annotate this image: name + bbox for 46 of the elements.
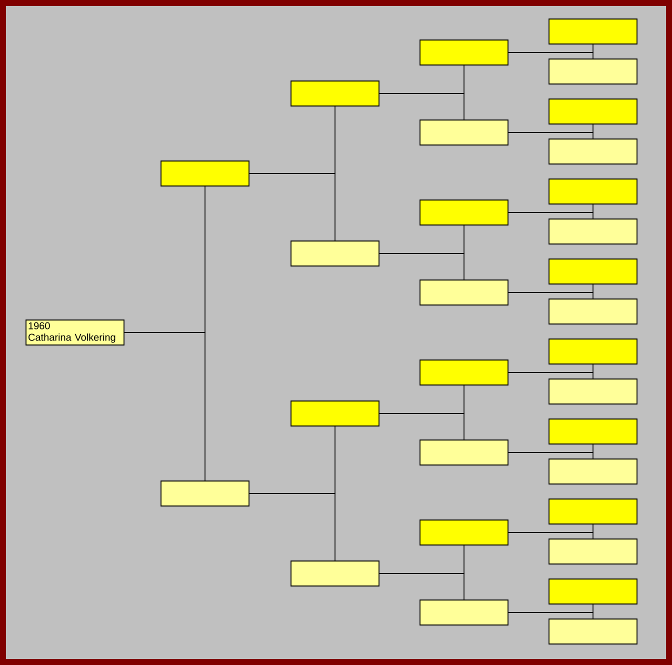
person-box xyxy=(420,600,508,626)
person-box: 1960 Catharina Volkering xyxy=(26,320,124,346)
person-box xyxy=(420,440,508,466)
person-box xyxy=(548,218,638,244)
person-box xyxy=(290,400,380,426)
connector-line xyxy=(508,372,594,379)
person-box xyxy=(548,618,638,644)
person-box xyxy=(420,520,508,546)
person-box xyxy=(548,538,638,564)
person-box xyxy=(548,298,638,324)
person-box xyxy=(548,578,638,604)
connector-line xyxy=(508,612,594,619)
person-box xyxy=(290,560,380,586)
person-box xyxy=(548,378,638,404)
person-box xyxy=(548,338,638,364)
person-box xyxy=(420,40,508,66)
connector-line xyxy=(379,413,464,440)
connector-line xyxy=(249,173,336,241)
person-box xyxy=(548,138,638,164)
person-box xyxy=(420,360,508,386)
person-box xyxy=(548,178,638,204)
connector-line xyxy=(508,212,594,219)
person-box xyxy=(420,120,508,146)
connector-line xyxy=(508,532,594,539)
person-box xyxy=(160,160,250,186)
person-box xyxy=(420,280,508,306)
person-box xyxy=(548,18,638,44)
connector-line xyxy=(124,332,206,481)
person-box xyxy=(548,458,638,484)
person-box xyxy=(548,58,638,84)
person-box xyxy=(290,240,380,266)
connector-line xyxy=(379,253,464,280)
person-box xyxy=(160,480,250,506)
person-box xyxy=(548,418,638,444)
connector-line xyxy=(379,573,464,600)
person-box xyxy=(548,98,638,124)
person-box xyxy=(548,258,638,284)
connector-line xyxy=(379,93,464,120)
person-box xyxy=(290,80,380,106)
connector-line xyxy=(508,452,594,459)
person-box xyxy=(420,200,508,226)
connector-line xyxy=(508,132,594,139)
connector-line xyxy=(508,52,594,59)
person-box xyxy=(548,498,638,524)
connector-line xyxy=(508,292,594,299)
connector-line xyxy=(249,493,336,561)
